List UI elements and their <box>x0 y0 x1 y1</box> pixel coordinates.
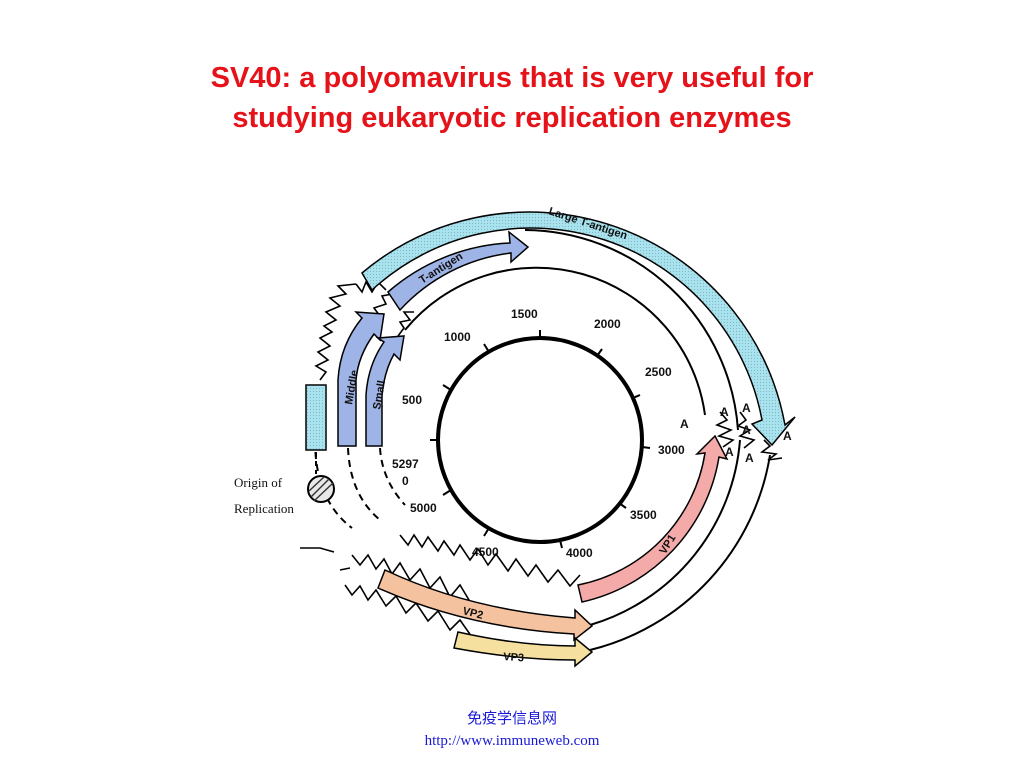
genome-ticks <box>430 330 651 549</box>
polya-a-4: A <box>742 423 751 437</box>
pos-500: 500 <box>402 393 422 407</box>
title-line-2: studying eukaryotic replication enzymes <box>232 102 792 134</box>
polya-a-5: A <box>725 445 734 459</box>
early-transcript-outer <box>524 229 739 431</box>
polya-a-3: A <box>742 401 751 415</box>
gene-t-antigen <box>387 230 530 312</box>
early-transcript-inner <box>404 266 706 416</box>
footer: 免疫学信息网 http://www.immuneweb.com <box>0 708 1024 752</box>
late-transcript-mid <box>589 439 741 626</box>
polya-a-1: A <box>680 417 689 431</box>
polya-a-7: A <box>745 451 754 465</box>
polya-a-2: A <box>720 405 729 419</box>
footer-site-name: 免疫学信息网 <box>466 711 557 727</box>
pos-5000: 5000 <box>410 501 437 515</box>
pos-1500: 1500 <box>511 307 538 321</box>
pos-4500: 4500 <box>472 545 499 559</box>
footer-url[interactable]: http://www.immuneweb.com <box>424 733 600 749</box>
pos-0: 0 <box>402 474 409 488</box>
title-line-1: SV40: a polyomavirus that is very useful… <box>210 62 814 94</box>
origin-label-line-1: Origin of <box>234 475 283 490</box>
gene-label-middle: Middle <box>343 369 361 405</box>
gene-label-vp3: VP3 <box>503 651 525 664</box>
gene-vp2 <box>377 568 594 642</box>
intron-zigzags <box>300 280 783 641</box>
pos-5297: 5297 <box>392 457 419 471</box>
pos-2000: 2000 <box>594 317 621 331</box>
slide-title: SV40: a polyomavirus that is very useful… <box>0 58 1024 138</box>
origin-hatch <box>308 476 334 502</box>
pos-3500: 3500 <box>630 508 657 522</box>
pos-4000: 4000 <box>566 546 593 560</box>
pos-3000: 3000 <box>658 443 685 457</box>
gene-small-t <box>365 335 405 447</box>
genome-circle <box>436 336 644 544</box>
gene-middle-t <box>337 311 385 447</box>
gene-label-vp2: VP2 <box>461 605 484 622</box>
origin-of-replication-icon <box>307 475 335 503</box>
gene-vp1 <box>577 434 729 603</box>
gene-label-small: Small <box>371 380 388 411</box>
polya-a-6: A <box>783 429 792 443</box>
origin-label-line-2: Replication <box>234 501 294 516</box>
gene-vp3 <box>453 631 594 668</box>
pos-2500: 2500 <box>645 365 672 379</box>
late-transcript-outer <box>589 454 771 651</box>
pos-1000: 1000 <box>444 330 471 344</box>
